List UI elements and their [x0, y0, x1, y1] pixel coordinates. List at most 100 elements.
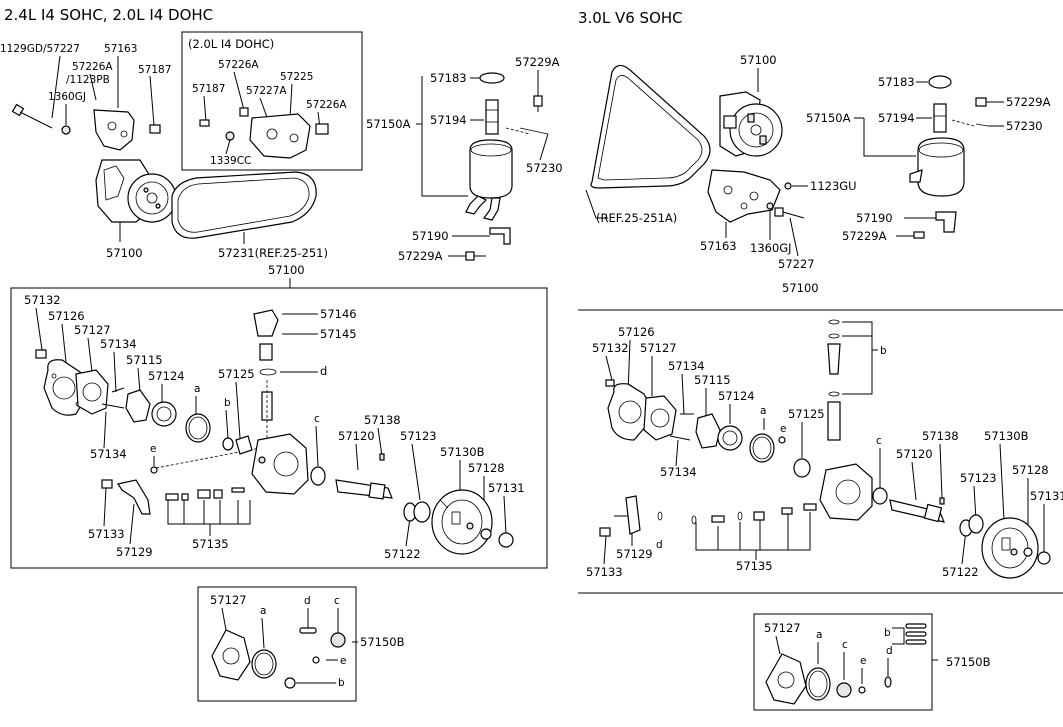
label-57138: 57138 [364, 413, 401, 427]
leader [289, 83, 293, 119]
label-57163: 57163 [104, 43, 137, 55]
pin-icon [101, 403, 125, 409]
hose-fitting-icon [625, 495, 641, 535]
kit-label-a: a [260, 605, 266, 617]
label-57123: 57123 [400, 429, 437, 443]
seal-icon [310, 466, 326, 486]
shaft-icon [889, 499, 945, 523]
o-ring-icon [150, 466, 158, 474]
leader [999, 443, 1005, 521]
leader [87, 337, 93, 373]
label-b: b [224, 397, 231, 409]
bolt-icon [35, 349, 47, 359]
plug-icon [165, 493, 179, 501]
key-icon [939, 497, 945, 505]
cover-plate-icon [607, 383, 650, 441]
leader [939, 443, 943, 499]
label-57134b: 57134 [90, 447, 127, 461]
reservoir-group-left: 57183 57229A 57150A 57194 57230 57190 57… [366, 55, 563, 263]
label-57124: 57124 [148, 369, 185, 383]
seal-icon [299, 627, 317, 634]
leader [113, 351, 117, 393]
leader [167, 500, 251, 525]
leader [137, 367, 141, 393]
label-w-c: c [876, 435, 882, 447]
kit-frame [197, 586, 357, 702]
o-ring-icon [312, 656, 320, 664]
label-v6-1123gu: 1123GU [810, 179, 857, 193]
bolt-icon [465, 251, 475, 261]
leader [842, 321, 873, 395]
leader [203, 95, 207, 123]
label-57190: 57190 [412, 229, 449, 243]
leader [89, 73, 97, 101]
leader [61, 323, 67, 363]
leader [149, 75, 155, 126]
spring-icon [197, 489, 211, 499]
leader [35, 307, 43, 351]
o-ring-icon [828, 391, 840, 397]
washer-icon [784, 182, 792, 190]
washer-icon [766, 202, 774, 210]
pump-icon [95, 159, 177, 223]
leader [539, 133, 549, 161]
kit-label-e: e [340, 655, 346, 667]
seal-icon [905, 631, 927, 637]
bracket-icon [935, 211, 957, 233]
label-57125: 57125 [218, 367, 255, 381]
seal-icon [793, 458, 811, 478]
leader [681, 373, 685, 415]
label-w-57125: 57125 [788, 407, 825, 421]
kit2-label-c: c [842, 639, 848, 651]
header-left: 2.4L I4 SOHC, 2.0L I4 DOHC [4, 6, 213, 24]
leader [973, 485, 977, 521]
pump-body-icon [819, 463, 873, 521]
reservoir-icon [465, 139, 513, 221]
pump-body-icon [251, 433, 309, 495]
label-w-57134b: 57134 [660, 465, 697, 479]
bracket-icon [489, 227, 511, 245]
right-exploded-view: 57100 b 57126 57132 57127 57134 57115 57… [578, 281, 1063, 594]
label-57230: 57230 [526, 161, 563, 175]
leader [235, 381, 241, 439]
label-57133: 57133 [88, 527, 125, 541]
label-57100-box: 57100 [268, 263, 305, 277]
o-ring-icon [284, 677, 296, 689]
seal-icon [181, 493, 189, 501]
right-kit-box: 57127 a c e b d 57150B [753, 613, 991, 711]
leader [355, 443, 359, 471]
label-v6-57229a: 57229A [1006, 95, 1051, 109]
label-57126: 57126 [48, 309, 85, 323]
seal-icon [836, 682, 852, 698]
bolt-icon [533, 95, 543, 107]
label-57150a: 57150A [366, 117, 411, 131]
leader [103, 411, 107, 449]
seal-icon [330, 632, 346, 648]
label-57146: 57146 [320, 307, 357, 321]
label-a: a [194, 383, 200, 395]
leader [411, 443, 421, 501]
leader [675, 439, 679, 467]
spool-icon [803, 503, 817, 511]
inset-label-57187: 57187 [192, 83, 225, 95]
leader [605, 355, 613, 381]
label-1123pb: /1123PB [66, 74, 110, 86]
inset-label-1339cc: 1339CC [210, 155, 251, 167]
leader [261, 617, 265, 649]
label-57229a-b: 57229A [398, 249, 443, 263]
label-57120: 57120 [338, 429, 375, 443]
ring-icon [413, 501, 431, 523]
pin-icon [669, 435, 691, 441]
leader [695, 512, 811, 551]
o-ring-icon [805, 667, 831, 701]
kit2-label-e: e [860, 655, 866, 667]
label-w-57133: 57133 [586, 565, 623, 579]
label-57134: 57134 [100, 337, 137, 351]
gasket-icon [765, 653, 807, 705]
gasket-icon [643, 395, 677, 441]
kit2-label-b: b [884, 627, 891, 639]
label-57226a: 57226A [72, 61, 113, 73]
leader [129, 503, 135, 545]
kit2-label-57150b: 57150B [946, 655, 991, 669]
